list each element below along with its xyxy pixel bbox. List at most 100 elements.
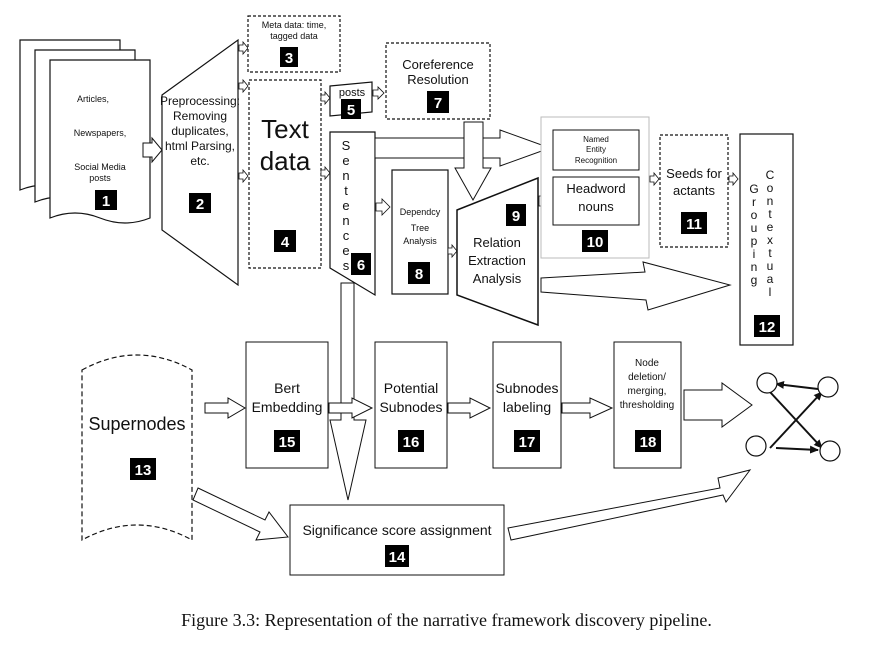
node-12-left-letter: r	[752, 195, 756, 209]
node-12-left-letter: o	[751, 208, 758, 222]
node-2-badge	[189, 193, 211, 213]
node-12-badge	[754, 315, 780, 337]
node-subnodes-labeling: Subnodes labeling 17	[492, 341, 562, 469]
node-6-letter: n	[342, 213, 349, 228]
node-16-label-line: Potential	[384, 380, 438, 396]
graph-node	[819, 440, 841, 462]
node-12-right-letter: e	[767, 220, 774, 234]
node-12-right-letter: C	[766, 168, 775, 182]
arrow-2-to-4	[238, 78, 249, 94]
node-8-label-line: Dependcy	[400, 207, 441, 217]
node-12-right-letter: u	[767, 259, 774, 273]
node-documents: Articles, Newspapers, Social Media posts…	[19, 39, 151, 224]
node-2-number: 2	[196, 196, 204, 213]
node-9-badge	[506, 204, 526, 226]
node-16-badge	[398, 430, 424, 452]
node-1-label-line: Newspapers,	[74, 128, 127, 138]
arrow-14-to-graph	[507, 469, 752, 541]
node-16-label-line: Subnodes	[379, 399, 442, 415]
node-14-badge	[385, 545, 409, 567]
node-4-label-line: Text	[261, 114, 309, 144]
node-text-data: Text data 4	[248, 79, 322, 269]
node-11-number: 11	[686, 216, 702, 233]
node-2-label-line: html Parsing,	[165, 139, 235, 153]
node-12-right-letter: a	[767, 272, 774, 286]
node-6-letter: e	[342, 153, 349, 168]
node-12-right-letter: n	[767, 194, 774, 208]
node-7-badge	[427, 91, 449, 113]
node-16-number: 16	[403, 434, 420, 451]
graph-edge	[775, 445, 819, 454]
node-9-label-line: Extraction	[468, 253, 526, 268]
node-12-right-letter: l	[769, 285, 772, 299]
node-4-label-line: data	[260, 146, 311, 176]
node-12-left-letter: p	[751, 234, 758, 248]
node-12-left-letter: n	[751, 260, 758, 274]
node-3-number: 3	[285, 50, 293, 67]
node-8-label-line: Analysis	[403, 236, 437, 246]
node-11-badge	[681, 212, 707, 234]
node-12-left-letter: i	[753, 247, 756, 261]
node-12-right-letter: t	[768, 246, 772, 260]
arrow-5-to-7	[372, 86, 385, 100]
node-18-label-line: deletion/	[628, 372, 666, 383]
node-dependency-tree: Dependcy Tree Analysis 8	[391, 169, 449, 295]
graph-node	[745, 435, 767, 457]
node-seeds: Seeds for actants 11	[659, 134, 729, 248]
node-5-number: 5	[347, 102, 355, 119]
arrow-15-to-16	[328, 397, 374, 419]
node-2-label-line: Preprocessing:	[160, 94, 240, 108]
node-9-label-line: Relation	[473, 235, 521, 250]
node-10-top-line: Named	[583, 135, 609, 144]
node-10-badge	[582, 230, 608, 252]
node-6-letter: S	[342, 138, 351, 153]
node-7-number: 7	[434, 95, 442, 112]
arrow-4-to-5	[320, 90, 331, 106]
node-2-label-line: etc.	[190, 154, 209, 168]
node-bert-embedding: Bert Embedding 15	[245, 341, 329, 469]
node-18-badge	[635, 430, 661, 452]
node-12-left-letter: g	[751, 273, 758, 287]
arrow-1-to-2	[142, 136, 163, 164]
figure-caption: Figure 3.3: Representation of the narrat…	[181, 610, 712, 630]
graph-edge	[769, 391, 823, 449]
node-4-number: 4	[281, 234, 290, 251]
node-1-label-line: Articles,	[77, 94, 109, 104]
node-relation-extraction: Relation Extraction Analysis 9	[456, 176, 539, 327]
node-10-bottom-line: Headword	[566, 181, 625, 196]
node-18-label-line: merging,	[628, 386, 667, 397]
arrow-13-to-14	[192, 487, 289, 541]
arrow-2-to-3	[238, 40, 249, 56]
node-7-label-line: Coreference	[402, 57, 474, 72]
arrow-6-to-8	[375, 198, 391, 216]
node-12-left-letter: G	[749, 182, 758, 196]
node-preprocessing: Preprocessing: Removing duplicates, html…	[160, 38, 240, 287]
node-coreference: Coreference Resolution 7	[385, 42, 491, 120]
node-1-number: 1	[102, 193, 110, 210]
node-14-number: 14	[389, 549, 406, 566]
node-10-top-line: Entity	[586, 145, 606, 154]
node-17-label-line: Subnodes	[495, 380, 558, 396]
node-7-label-line: Resolution	[407, 72, 468, 87]
node-15-badge	[274, 430, 300, 452]
arrow-17-to-18	[561, 397, 614, 419]
node-17-number: 17	[519, 434, 536, 451]
node-1-label-line: posts	[89, 173, 111, 183]
node-2-label-line: Removing	[173, 109, 227, 123]
node-15-number: 15	[279, 434, 296, 451]
node-supernodes: Supernodes 13	[81, 354, 193, 542]
node-6-badge	[351, 253, 371, 275]
node-13-number: 13	[135, 462, 152, 479]
node-6-letter: e	[342, 243, 349, 258]
node-6-letter: e	[342, 198, 349, 213]
node-9-number: 9	[512, 208, 520, 225]
node-sentences: S e n t e n c e s 6	[329, 131, 376, 297]
node-6-letter: n	[342, 168, 349, 183]
node-5-label: posts	[339, 87, 366, 99]
node-ner-headword: Named Entity Recognition Headword nouns …	[540, 116, 650, 259]
arrow-4-to-6	[320, 165, 331, 181]
node-12-right-letter: o	[767, 181, 774, 195]
arrow-9-to-12	[540, 261, 732, 311]
node-17-label-line: labeling	[503, 399, 551, 415]
graph-node	[756, 372, 778, 394]
